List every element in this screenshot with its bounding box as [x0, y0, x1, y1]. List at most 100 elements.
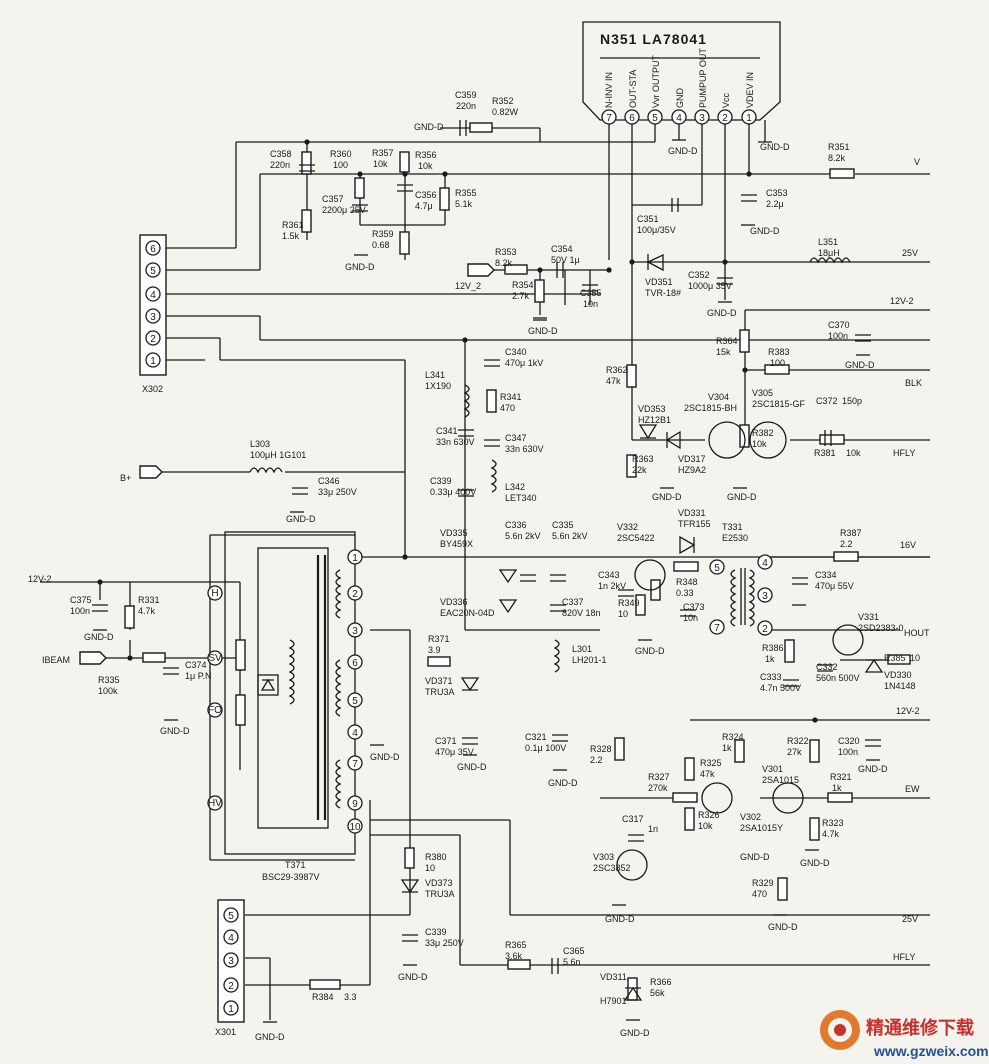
label-vd351: VD351: [645, 277, 673, 287]
svg-text:100n: 100n: [838, 747, 858, 757]
label-r352: R352: [492, 96, 514, 106]
net-12v-2-top: 12V-2: [890, 296, 914, 306]
svg-text:5: 5: [652, 113, 658, 124]
svg-text:E2530: E2530: [722, 533, 748, 543]
ic-pin-1: VDEV IN 1: [741, 72, 757, 125]
svg-text:GND-D: GND-D: [620, 1028, 650, 1038]
svg-text:0.1μ 100V: 0.1μ 100V: [525, 743, 566, 753]
ic-pin-4: GND 4: [671, 88, 687, 125]
svg-text:GND-D: GND-D: [858, 764, 888, 774]
svg-text:1X190: 1X190: [425, 381, 451, 391]
label-r325: R325: [700, 758, 722, 768]
svg-text:2: 2: [228, 981, 234, 992]
label-r385: R385: [884, 653, 906, 663]
watermark-title: 精通维修下载: [866, 1017, 974, 1038]
svg-text:33μ 250V: 33μ 250V: [318, 487, 357, 497]
label-r348: R348: [676, 577, 698, 587]
svg-text:5: 5: [150, 266, 156, 277]
svg-text:8.2k: 8.2k: [495, 258, 513, 268]
svg-text:1k: 1k: [832, 783, 842, 793]
svg-text:470μ 55V: 470μ 55V: [815, 581, 854, 591]
svg-text:33n 630V: 33n 630V: [436, 437, 475, 447]
svg-text:4.7k: 4.7k: [822, 829, 840, 839]
svg-text:100n: 100n: [70, 606, 90, 616]
svg-text:4.7k: 4.7k: [138, 606, 156, 616]
x302-connector: 6 5 4 3 2 1 X302: [139, 234, 167, 394]
svg-text:10n: 10n: [683, 613, 698, 623]
ic-pin-6: OUT-STA 6: [624, 70, 640, 125]
label-v303: V303: [593, 852, 614, 862]
svg-text:2.2: 2.2: [590, 755, 603, 765]
svg-text:2SC3852: 2SC3852: [593, 863, 631, 873]
label-c320: C320: [838, 736, 860, 746]
svg-text:GND-D: GND-D: [635, 646, 665, 656]
label-r365: R365: [505, 940, 527, 950]
net-hfly-top: HFLY: [893, 448, 915, 458]
label-c334: C334: [815, 570, 837, 580]
svg-text:2: 2: [352, 589, 358, 600]
label-c365: C365: [563, 946, 585, 956]
label-vd335: VD335: [440, 528, 468, 538]
label-c343: C343: [598, 570, 620, 580]
label-l303: L303: [250, 439, 270, 449]
svg-text:FO: FO: [208, 705, 222, 716]
label-r354: R354: [512, 280, 534, 290]
svg-text:10k: 10k: [846, 448, 861, 458]
ic-pin-2: Vcc 2: [717, 92, 733, 125]
label-vd373: VD373: [425, 878, 453, 888]
label-r328: R328: [590, 744, 612, 754]
t371-part: BSC29-3987V: [262, 872, 320, 882]
svg-text:470μ 1kV: 470μ 1kV: [505, 358, 543, 368]
svg-text:VDEV IN: VDEV IN: [745, 72, 755, 108]
label-c371: C371: [435, 736, 457, 746]
svg-text:100: 100: [333, 160, 348, 170]
svg-text:GND-D: GND-D: [768, 922, 798, 932]
svg-text:6: 6: [629, 113, 635, 124]
svg-text:470: 470: [500, 403, 515, 413]
label-c347: C347: [505, 433, 527, 443]
label-r381: R381: [814, 448, 836, 458]
label-r357: R357: [372, 148, 394, 158]
svg-text:1n: 1n: [648, 824, 658, 834]
label-c354: C354: [551, 244, 573, 254]
svg-text:HZ12B1: HZ12B1: [638, 415, 671, 425]
label-v302: V302: [740, 812, 761, 822]
svg-text:100μH 1G101: 100μH 1G101: [250, 450, 306, 460]
label-c332: C332: [816, 662, 838, 672]
net-v: V: [914, 157, 920, 167]
svg-text:27k: 27k: [787, 747, 802, 757]
svg-text:5.6n: 5.6n: [563, 957, 581, 967]
svg-text:GND-D: GND-D: [707, 308, 737, 318]
svg-text:3.3: 3.3: [344, 992, 357, 1002]
ic-pin-5: Vvr OUTPUT 5: [647, 54, 663, 125]
svg-text:1: 1: [228, 1004, 234, 1015]
label-v332: V332: [617, 522, 638, 532]
svg-text:820V 18n: 820V 18n: [562, 608, 601, 618]
label-c339b: C339: [425, 927, 447, 937]
label-c352: C352: [688, 270, 710, 280]
label-vd331: VD331: [678, 508, 706, 518]
svg-text:Vvr OUTPUT: Vvr OUTPUT: [651, 54, 661, 108]
svg-text:2.2μ: 2.2μ: [766, 199, 784, 209]
svg-text:56k: 56k: [650, 988, 665, 998]
watermark-url: www.gzweix.com: [873, 1043, 989, 1059]
svg-text:2SD2383-0: 2SD2383-0: [858, 623, 904, 633]
label-r321: R321: [830, 772, 852, 782]
net-25v-top: 25V: [902, 248, 918, 258]
svg-text:2: 2: [722, 113, 728, 124]
label-c373: C373: [683, 602, 705, 612]
label-r362: R362: [606, 365, 628, 375]
label-r323: R323: [822, 818, 844, 828]
svg-text:18μH: 18μH: [818, 248, 840, 258]
svg-text:10: 10: [910, 653, 920, 663]
svg-text:4.7n 500V: 4.7n 500V: [760, 683, 801, 693]
net-hfly-bottom: HFLY: [893, 952, 915, 962]
svg-text:LET340: LET340: [505, 493, 537, 503]
net-12v-2-mid: 12V-2: [896, 706, 920, 716]
label-c341: C341: [436, 426, 458, 436]
label-c359: C359: [455, 90, 477, 100]
label-r322: R322: [787, 736, 809, 746]
label-r327: R327: [648, 772, 670, 782]
svg-text:22k: 22k: [632, 465, 647, 475]
